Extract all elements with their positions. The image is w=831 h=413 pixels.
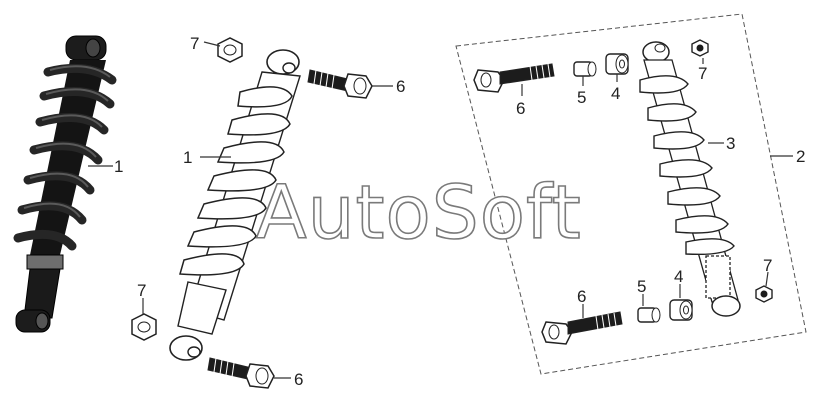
nut-7-bottom-middle	[131, 313, 157, 341]
callout-7-top-middle: 7	[190, 34, 199, 53]
nut-7-bottom-right	[755, 285, 773, 303]
bushing-4-top	[605, 53, 629, 75]
callout-6-bottom-middle: 6	[294, 370, 303, 389]
callout-7-bottom-right: 7	[763, 256, 772, 275]
callout-7-bottom-middle: 7	[137, 281, 146, 300]
nut-7-top-right	[691, 39, 709, 57]
assembly-frame	[455, 13, 807, 375]
bolt-6-bottom-middle	[207, 357, 275, 389]
callout-7-top-right: 7	[698, 64, 707, 83]
black-shock-absorber	[13, 35, 117, 333]
callout-6-top-right: 6	[516, 99, 525, 118]
callout-3-spring-shock: 3	[726, 134, 735, 153]
callout-6-top-middle: 6	[396, 77, 405, 96]
callout-2-assembly: 2	[796, 147, 805, 166]
collar-5-bottom	[637, 307, 661, 323]
bolt-6-bottom-right	[541, 311, 623, 345]
callout-5-bottom: 5	[637, 277, 646, 296]
callout-4-bottom: 4	[674, 267, 683, 286]
callout-4-top: 4	[611, 84, 620, 103]
outline-shock-absorber	[169, 49, 301, 361]
nut-7-top-middle	[217, 37, 243, 63]
callout-1-black-shock: 1	[114, 157, 123, 176]
bushing-4-bottom	[669, 299, 693, 321]
bolt-6-top-right	[473, 63, 555, 93]
spring-shock-3	[639, 41, 741, 317]
bolt-6-top-middle	[307, 69, 373, 99]
callout-6-bottom-right: 6	[577, 287, 586, 306]
watermark-text: AutoSoft	[256, 170, 582, 256]
callout-1-outline-shock: 1	[183, 148, 192, 167]
collar-5-top	[573, 61, 597, 77]
callout-5-top: 5	[577, 88, 586, 107]
